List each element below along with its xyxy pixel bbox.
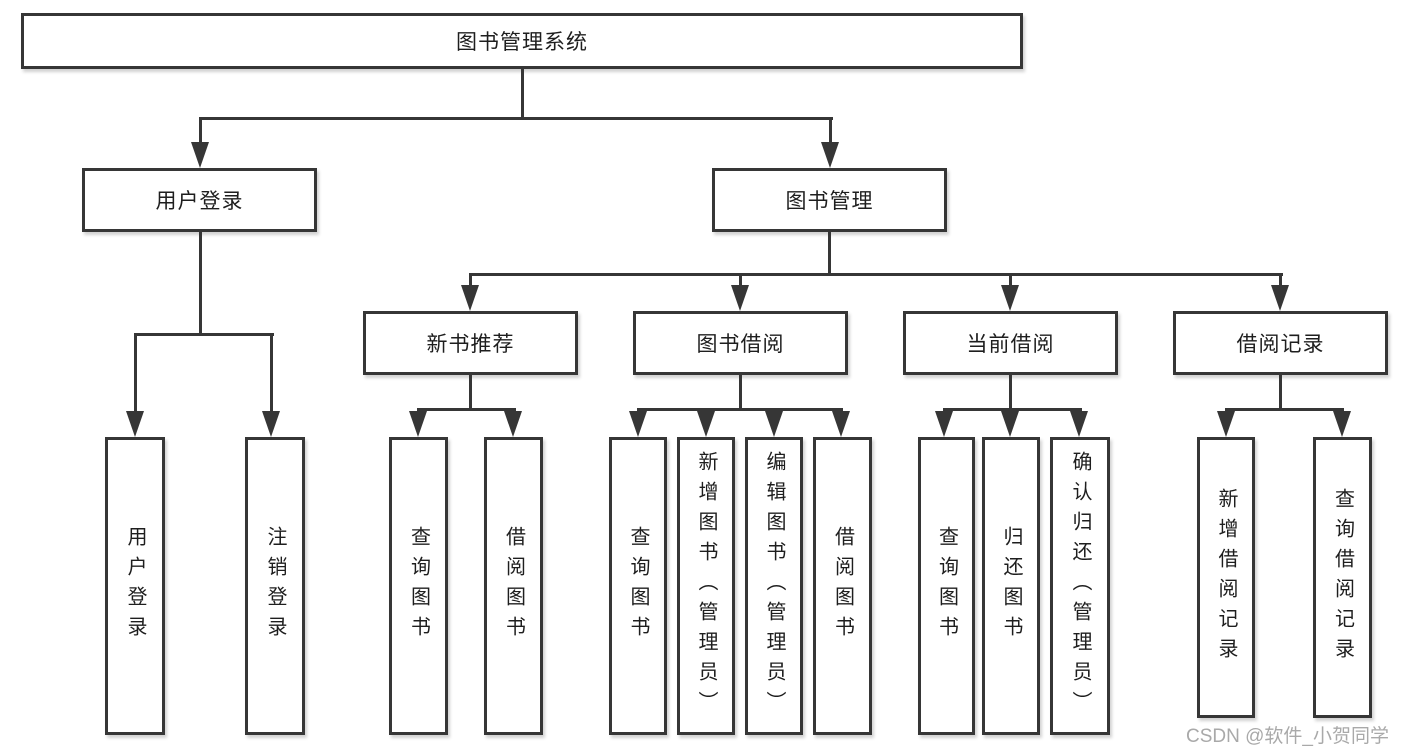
connector-line xyxy=(469,375,472,411)
leaf-edit-book-admin: 编辑图书（管理员） xyxy=(745,437,803,735)
arrowhead-icon xyxy=(765,411,783,437)
node-book-management: 图书管理 xyxy=(712,168,947,232)
arrowhead-icon xyxy=(191,142,209,168)
node-book-borrow: 图书借阅 xyxy=(633,311,848,375)
arrowhead-icon xyxy=(731,285,749,311)
leaf-logout: 注销登录 xyxy=(245,437,305,735)
connector-line xyxy=(943,408,1082,411)
leaf-add-borrow-record: 新增借阅记录 xyxy=(1197,437,1255,718)
connector-line xyxy=(199,232,202,335)
connector-line xyxy=(637,408,843,411)
leaf-borrow-books: 借阅图书 xyxy=(813,437,872,735)
connector-line xyxy=(199,117,833,120)
connector-line xyxy=(828,232,831,276)
connector-line xyxy=(199,117,202,145)
arrowhead-icon xyxy=(1070,411,1088,437)
arrowhead-icon xyxy=(1217,411,1235,437)
connector-line xyxy=(469,273,1283,276)
arrowhead-icon xyxy=(935,411,953,437)
connector-line xyxy=(739,273,742,287)
connector-line xyxy=(469,273,472,287)
arrowhead-icon xyxy=(1001,285,1019,311)
arrowhead-icon xyxy=(821,142,839,168)
leaf-return-book: 归还图书 xyxy=(982,437,1040,735)
connector-line xyxy=(417,408,516,411)
arrowhead-icon xyxy=(629,411,647,437)
node-current-borrow: 当前借阅 xyxy=(903,311,1118,375)
connector-line xyxy=(1009,273,1012,287)
arrowhead-icon xyxy=(832,411,850,437)
connector-line xyxy=(1279,375,1282,411)
watermark: CSDN @软件_小贺同学 xyxy=(1186,726,1389,747)
connector-line xyxy=(270,333,273,413)
connector-line xyxy=(829,117,832,145)
leaf-query-borrow-record: 查询借阅记录 xyxy=(1313,437,1372,718)
leaf-confirm-return-admin: 确认归还（管理员） xyxy=(1050,437,1110,735)
node-user-login: 用户登录 xyxy=(82,168,317,232)
leaf-query-books-borrow: 查询图书 xyxy=(609,437,667,735)
leaf-borrow-books-recommend: 借阅图书 xyxy=(484,437,543,735)
connector-line xyxy=(1009,375,1012,411)
connector-line xyxy=(134,333,274,336)
arrowhead-icon xyxy=(1271,285,1289,311)
connector-line xyxy=(1225,408,1344,411)
connector-line xyxy=(739,375,742,411)
node-root: 图书管理系统 xyxy=(21,13,1023,69)
arrowhead-icon xyxy=(1001,411,1019,437)
connector-line xyxy=(134,333,137,413)
arrowhead-icon xyxy=(697,411,715,437)
node-borrow-records: 借阅记录 xyxy=(1173,311,1388,375)
leaf-query-books-recommend: 查询图书 xyxy=(389,437,448,735)
node-new-book-recommend: 新书推荐 xyxy=(363,311,578,375)
connector-line xyxy=(521,69,524,119)
arrowhead-icon xyxy=(504,411,522,437)
arrowhead-icon xyxy=(1333,411,1351,437)
leaf-user-login: 用户登录 xyxy=(105,437,165,735)
arrowhead-icon xyxy=(126,411,144,437)
arrowhead-icon xyxy=(409,411,427,437)
connector-line xyxy=(1279,273,1282,287)
leaf-add-book-admin: 新增图书（管理员） xyxy=(677,437,735,735)
leaf-query-books-current: 查询图书 xyxy=(918,437,975,735)
arrowhead-icon xyxy=(262,411,280,437)
arrowhead-icon xyxy=(461,285,479,311)
